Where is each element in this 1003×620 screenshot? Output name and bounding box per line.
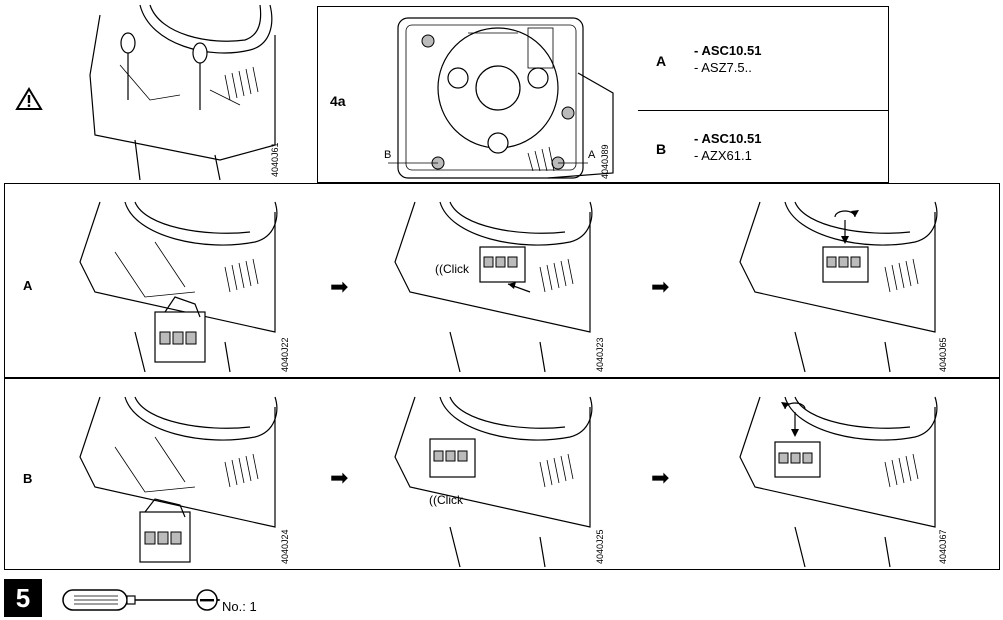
legend-text-b: - ASC10.51 - AZX61.1 [694,131,762,163]
legend-text-a: - ASC10.51 - ASZ7.5.. [694,43,762,75]
image-code: 4040J24 [280,529,290,564]
marker-b: B [384,149,392,161]
row-b-step-2-illustration [394,396,593,568]
row-b-label: B [23,471,33,486]
row-b-panel: B 4040J24 ➡ ((Click 4040J25 ➡ [4,378,1000,570]
row-b-step-3-illustration [739,396,938,568]
row-a-step-1-illustration [79,201,278,373]
panel-4a: 4a B A 4040J89 A - ASC10.51 - ASZ7.5.. B… [317,6,889,183]
slotted-screw-icon [196,589,218,611]
row-a-panel: A 4040J22 ➡ ((Click 4040J23 ➡ [4,183,1000,378]
image-code: 4040J22 [280,337,290,372]
arrow-right-icon: ➡ [651,465,670,490]
arrow-right-icon: ➡ [651,274,670,299]
top-left-illustration: 4040J61 [80,4,290,181]
label-4a: 4a [330,93,346,109]
tool-size-label: No.: 1 [222,599,257,614]
image-code: 4040J25 [595,529,605,564]
marker-a: A [588,149,596,161]
legend-key-a: A [656,53,667,69]
row-a-step-2-illustration [394,201,593,373]
legend-key-b: B [656,141,667,157]
step-number: 5 [4,579,42,617]
screwdriver-icon [62,589,221,611]
arrow-right-icon: ➡ [330,465,349,490]
image-code: 4040J65 [938,337,948,372]
arrow-right-icon: ➡ [330,274,349,299]
click-label: ((Click [429,493,463,507]
row-a-label: A [23,278,33,293]
image-code: 4040J61 [270,142,280,177]
warning-triangle-icon [15,87,43,110]
image-code: 4040J89 [600,144,610,179]
housing-illustration [388,17,614,179]
row-a-step-3-illustration [739,201,938,373]
click-label: ((Click [435,262,469,276]
image-code: 4040J67 [938,529,948,564]
row-b-step-1-illustration [79,396,278,563]
image-code: 4040J23 [595,337,605,372]
